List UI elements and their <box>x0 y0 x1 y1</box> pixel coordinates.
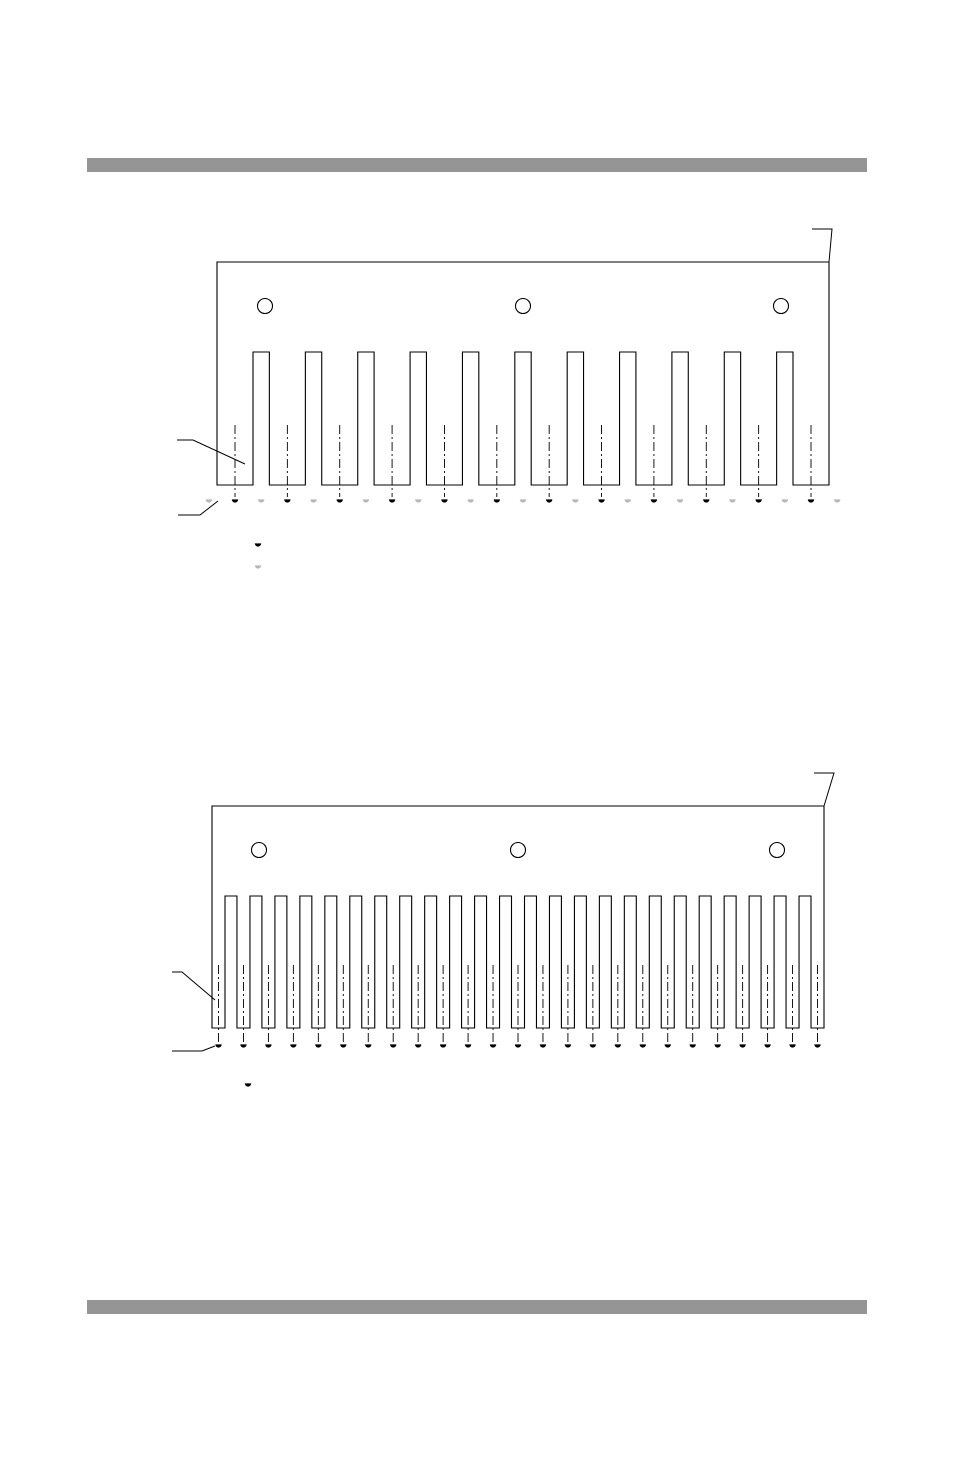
primary-well-marker <box>789 1044 796 1048</box>
primary-well-marker <box>464 1044 472 1048</box>
comb-outline <box>216 261 830 486</box>
callout-leader-comb-body <box>814 772 835 807</box>
primary-well-marker <box>336 499 343 503</box>
primary-well-marker <box>215 1044 222 1048</box>
primary-well-marker <box>545 499 553 503</box>
primary-well-marker <box>441 499 448 503</box>
alternate-well-marker <box>257 499 265 503</box>
callout-leader-tooth <box>172 971 216 1001</box>
comb-diagram-25-tooth <box>172 772 835 1087</box>
primary-well-marker <box>639 1044 646 1048</box>
primary-well-marker <box>539 1044 547 1048</box>
primary-well-marker <box>755 499 762 503</box>
primary-well-marker <box>564 1044 572 1048</box>
callout-leader-well-marker <box>172 1045 216 1052</box>
primary-well-marker <box>589 1044 597 1048</box>
primary-well-marker <box>489 1044 497 1048</box>
primary-well-marker <box>414 1044 422 1048</box>
primary-well-marker <box>265 1044 272 1048</box>
primary-well-marker <box>284 499 291 503</box>
callout-leader-well-marker <box>178 500 219 516</box>
callout-leader-comb-body <box>812 228 833 263</box>
alternate-well-marker <box>205 499 213 503</box>
alternate-well-marker <box>310 499 317 503</box>
alternate-well-marker <box>624 499 631 503</box>
primary-well-marker <box>315 1044 322 1048</box>
primary-well-marker <box>807 499 815 503</box>
primary-well-marker <box>231 499 239 503</box>
legend-alternate-well-marker <box>254 565 262 569</box>
primary-well-marker <box>493 499 501 503</box>
primary-well-marker <box>703 499 710 503</box>
primary-well-marker <box>650 499 658 503</box>
primary-well-marker <box>290 1044 297 1048</box>
mounting-hole <box>768 841 786 859</box>
alternate-well-marker <box>833 499 841 503</box>
primary-well-marker <box>240 1044 247 1048</box>
primary-well-marker <box>614 1044 622 1048</box>
alternate-well-marker <box>519 499 527 503</box>
alternate-well-marker <box>362 499 370 503</box>
header-rule-bar <box>87 158 867 172</box>
alternate-well-marker <box>467 499 474 503</box>
primary-well-marker <box>598 499 605 503</box>
comb-outline <box>211 805 825 1029</box>
alternate-well-marker <box>415 499 422 503</box>
alternate-well-marker <box>572 499 579 503</box>
alternate-well-marker <box>781 499 789 503</box>
mounting-hole <box>514 297 532 315</box>
primary-well-marker <box>390 1044 397 1048</box>
mounting-hole <box>772 297 790 315</box>
alternate-well-marker <box>676 499 684 503</box>
primary-well-marker <box>764 1044 771 1048</box>
primary-well-marker <box>439 1044 447 1048</box>
footer-rule-bar <box>87 1300 867 1314</box>
mounting-hole <box>256 297 274 315</box>
primary-well-marker <box>365 1044 372 1048</box>
primary-well-marker <box>514 1044 522 1048</box>
primary-well-marker <box>340 1044 347 1048</box>
primary-well-marker <box>814 1044 821 1048</box>
primary-well-marker <box>739 1044 746 1048</box>
primary-well-marker <box>388 499 396 503</box>
legend-primary-well-marker <box>254 543 262 547</box>
comb-diagram-12-tooth <box>177 228 841 569</box>
alternate-well-marker <box>729 499 736 503</box>
mounting-hole <box>250 841 268 859</box>
callout-leader-tooth <box>177 439 246 465</box>
primary-well-marker <box>689 1044 696 1048</box>
primary-well-marker <box>664 1044 671 1048</box>
legend-primary-well-marker <box>244 1083 252 1087</box>
primary-well-marker <box>714 1044 721 1048</box>
mounting-hole <box>509 841 527 859</box>
